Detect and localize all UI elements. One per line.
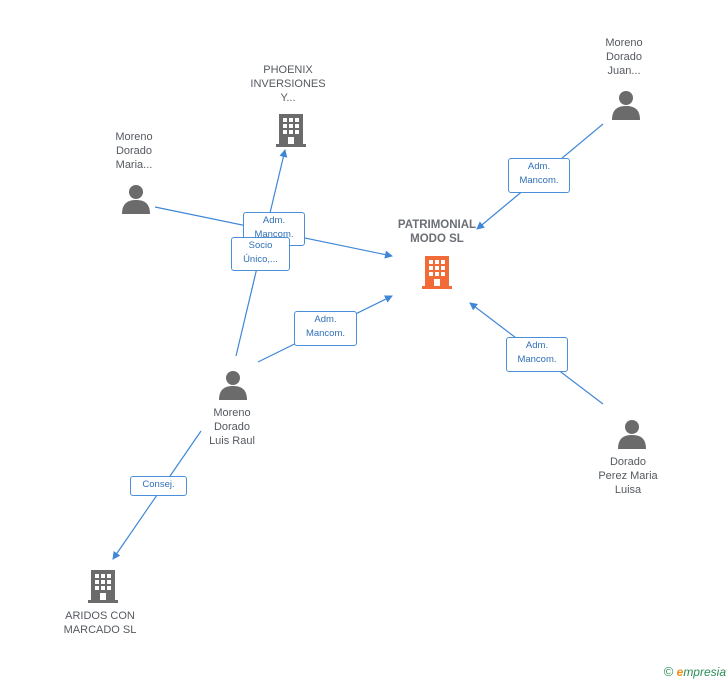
person-icon xyxy=(618,420,646,449)
edge-label-luis-patrimonial[interactable]: Adm. Mancom. xyxy=(294,311,357,346)
edge-label-luis-phoenix[interactable]: Socio Único,... xyxy=(231,237,290,271)
edge-label-juan-patrimonial[interactable]: Adm. Mancom. xyxy=(508,158,570,193)
brand-logo-initial: e xyxy=(676,665,684,679)
brand-logo-text: mpresia xyxy=(683,665,726,679)
brand-footer: © empresia xyxy=(664,664,726,679)
edge-label-dorado-patrimonial[interactable]: Adm. Mancom. xyxy=(506,337,568,372)
edge-label-luis-aridos[interactable]: Consej. xyxy=(130,476,187,496)
copyright-symbol: © xyxy=(663,664,674,679)
moreno-dorado-juan-label[interactable]: Moreno Dorado Juan... xyxy=(605,37,643,77)
person-icon xyxy=(219,371,247,400)
building-icon xyxy=(422,256,452,289)
person-icon xyxy=(612,91,640,120)
building-icon xyxy=(88,570,118,603)
phoenix-inversiones-label[interactable]: PHOENIX INVERSIONES Y... xyxy=(250,64,326,104)
building-icon xyxy=(276,114,306,147)
dorado-perez-maria-label[interactable]: Dorado Perez Maria Luisa xyxy=(598,456,658,496)
person-icon xyxy=(122,185,150,214)
aridos-con-marcado-label[interactable]: ARIDOS CON MARCADO SL xyxy=(63,610,137,636)
moreno-dorado-maria-label[interactable]: Moreno Dorado Maria... xyxy=(115,131,153,171)
moreno-dorado-luis-label[interactable]: Moreno Dorado Luis Raul xyxy=(209,407,255,447)
patrimonial-modo-label[interactable]: PATRIMONIAL MODO SL xyxy=(397,219,477,245)
